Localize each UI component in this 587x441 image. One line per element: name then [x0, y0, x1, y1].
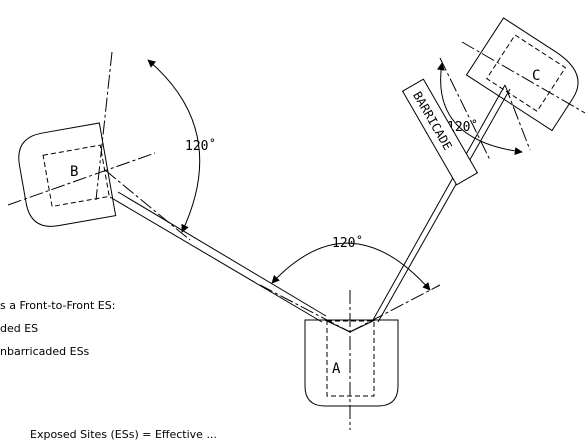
structure-a-outline: [304, 319, 399, 407]
angle-label-c: 120˚: [447, 119, 478, 135]
line-a-to-b-parallel: [117, 191, 327, 317]
angle-label-a: 120˚: [332, 235, 363, 251]
a-ref-line-left: [259, 284, 351, 333]
arc-a: [271, 242, 431, 291]
structure-b-outline: [18, 122, 117, 227]
barricade-outline: [401, 78, 479, 186]
arc-b: [147, 59, 201, 233]
b-ref-line-1: [95, 51, 113, 201]
note-line-2: ded ES: [0, 322, 39, 335]
note-line-1: s a Front-to-Front ES:: [0, 299, 116, 312]
structure-c-outline: [465, 17, 579, 132]
structure-c-axis: [461, 41, 586, 114]
angle-label-b: 120˚: [185, 138, 216, 154]
label-b: B: [70, 164, 78, 180]
structure-b: [18, 122, 117, 227]
barricade: BARRICADE: [401, 78, 479, 186]
arc-c: [436, 62, 523, 156]
line-a-to-b: [109, 196, 323, 323]
angle-arcs: [147, 59, 523, 291]
label-a: A: [332, 361, 341, 377]
structure-b-axis: [7, 152, 156, 206]
structure-c-inner: [486, 34, 567, 112]
b-ref-line-2: [104, 169, 191, 241]
construction-lines: [95, 51, 531, 333]
structure-c: [465, 17, 579, 132]
c-ref-line-2: [504, 84, 531, 151]
note-line-3: nbarricaded ESs: [0, 345, 90, 358]
label-c: C: [532, 68, 540, 84]
a-ref-line-right: [349, 284, 441, 333]
